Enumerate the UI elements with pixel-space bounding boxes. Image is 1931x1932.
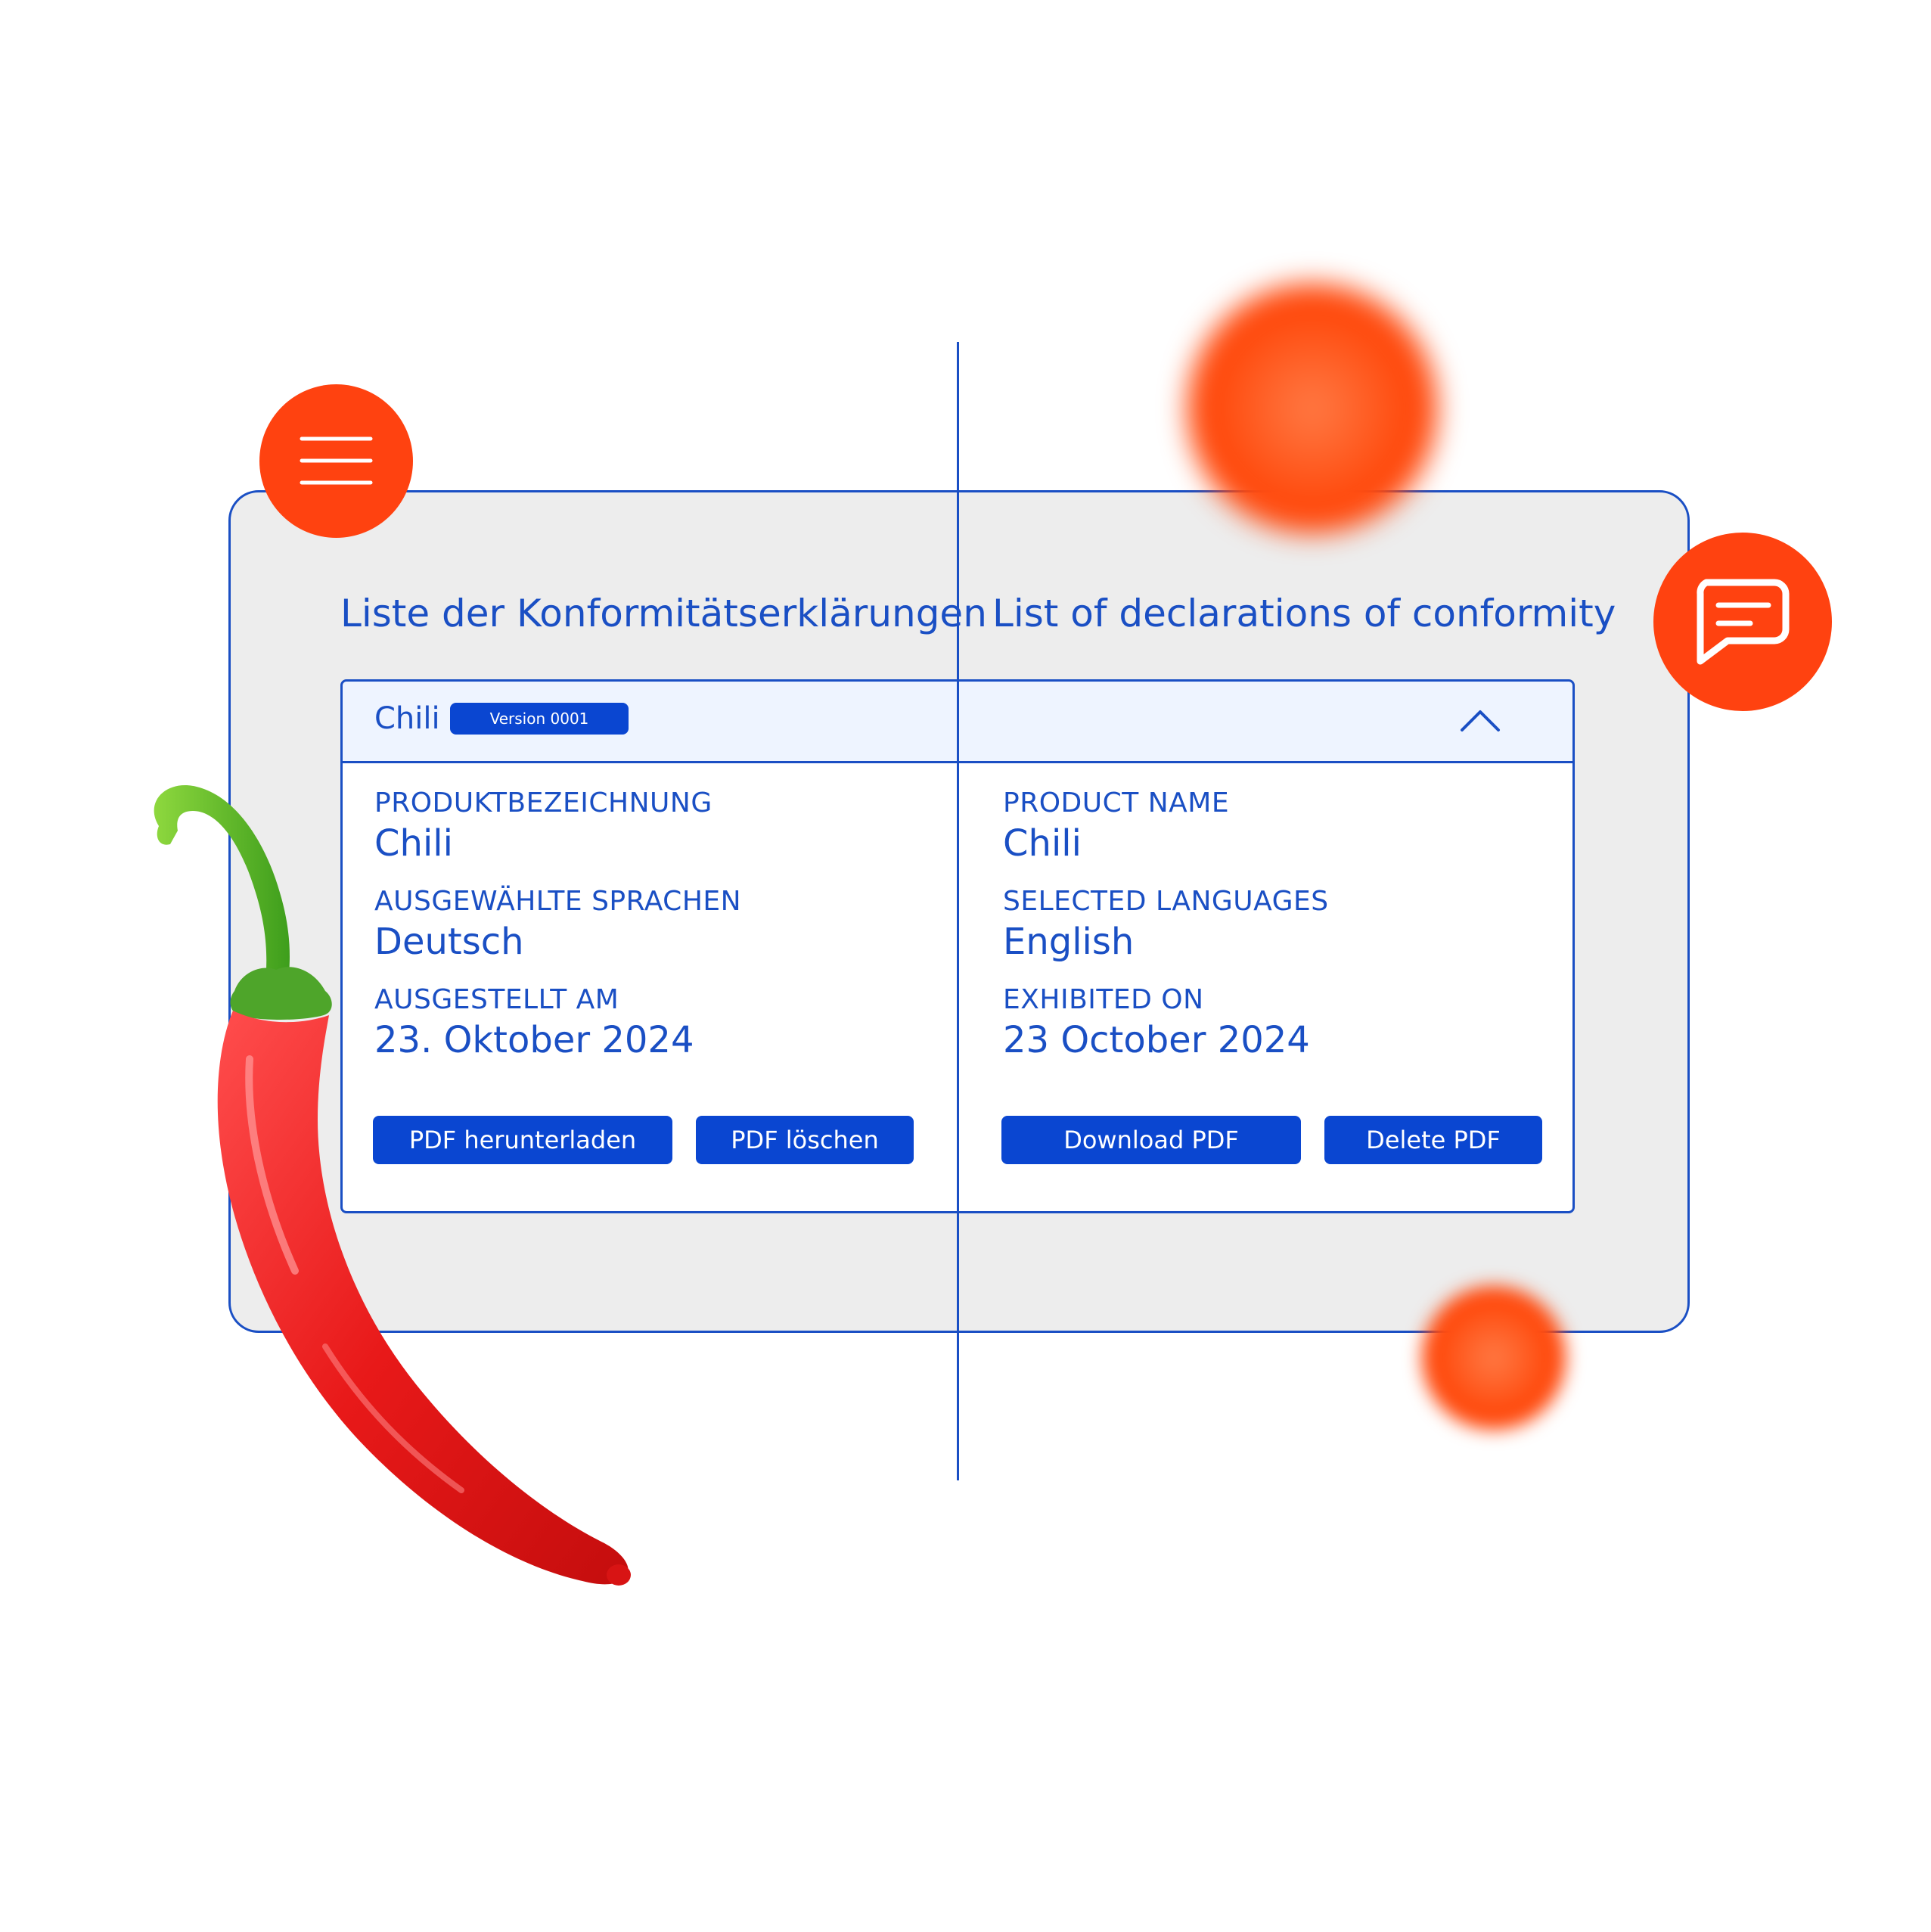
issued-label-en: EXHIBITED ON xyxy=(1003,984,1204,1015)
issued-value-de: 23. Oktober 2024 xyxy=(374,1019,694,1061)
declaration-card-title: Chili xyxy=(374,701,440,736)
page-title-en: List of declarations of conformity xyxy=(992,592,1616,635)
product-name-value-de: Chili xyxy=(374,822,453,865)
download-pdf-button-de[interactable]: PDF herunterladen xyxy=(373,1116,672,1164)
chat-button[interactable] xyxy=(1653,533,1832,711)
chevron-up-icon[interactable] xyxy=(1458,698,1503,744)
delete-pdf-button-de[interactable]: PDF löschen xyxy=(696,1116,914,1164)
download-pdf-button-en[interactable]: Download PDF xyxy=(1001,1116,1301,1164)
languages-value-de: Deutsch xyxy=(374,921,524,963)
languages-label-en: SELECTED LANGUAGES xyxy=(1003,886,1329,917)
hamburger-menu-icon xyxy=(300,436,373,485)
version-badge: Version 0001 xyxy=(450,703,629,735)
decorative-orange-blob-large xyxy=(1187,284,1437,533)
chat-bubble-icon xyxy=(1697,579,1790,665)
delete-pdf-button-en[interactable]: Delete PDF xyxy=(1324,1116,1542,1164)
product-name-label-en: PRODUCT NAME xyxy=(1003,787,1230,818)
languages-value-en: English xyxy=(1003,921,1135,963)
issued-value-en: 23 October 2024 xyxy=(1003,1019,1310,1061)
issued-label-de: AUSGESTELLT AM xyxy=(374,984,619,1015)
chili-pepper-illustration xyxy=(154,785,631,1586)
menu-button[interactable] xyxy=(259,384,413,538)
product-name-label-de: PRODUKTBEZEICHNUNG xyxy=(374,787,712,818)
languages-label-de: AUSGEWÄHLTE SPRACHEN xyxy=(374,886,742,917)
decorative-orange-blob-small xyxy=(1422,1286,1566,1430)
page-title-de: Liste der Konformitätserklärungen xyxy=(340,592,987,635)
product-name-value-en: Chili xyxy=(1003,822,1082,865)
language-divider xyxy=(957,342,959,1480)
